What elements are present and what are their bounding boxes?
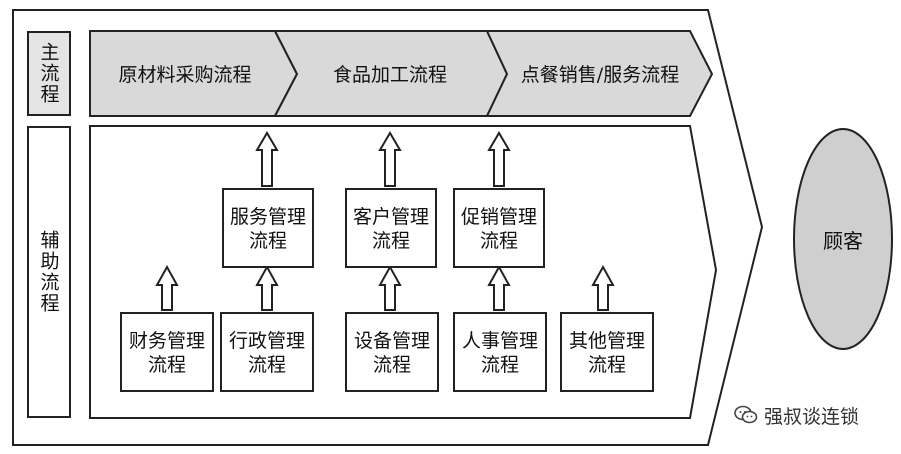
up-arrow-icon [255, 264, 279, 311]
up-arrow-icon [155, 264, 179, 311]
main-flow-processing: 食品加工流程 [332, 64, 447, 86]
main-process-label: 主流程 [27, 31, 71, 116]
box-administration-management: 行政管理 流程 [220, 312, 314, 392]
up-arrow-icon [378, 131, 402, 187]
box-service-management: 服务管理 流程 [222, 188, 314, 268]
up-arrow-icon [487, 131, 511, 187]
watermark-text: 强叔谈连锁 [764, 405, 860, 428]
box-promotion-management: 促销管理 流程 [453, 188, 545, 268]
box-customer-management: 客户管理 流程 [345, 188, 437, 268]
wechat-icon [734, 405, 758, 424]
box-other-management: 其他管理 流程 [560, 312, 654, 392]
up-arrow-icon [487, 264, 511, 311]
up-arrow-icon [255, 131, 279, 187]
watermark: 强叔谈连锁 [734, 402, 859, 428]
support-process-label: 辅助流程 [27, 126, 71, 418]
main-flow-sales-service: 点餐销售/服务流程 [520, 64, 680, 86]
customer-label: 顾客 [823, 228, 863, 253]
box-equipment-management: 设备管理 流程 [345, 312, 439, 392]
customer-ellipse [793, 128, 893, 350]
up-arrow-icon [378, 264, 402, 311]
main-flow-purchasing: 原材料采购流程 [118, 64, 252, 86]
box-finance-management: 财务管理 流程 [120, 312, 214, 392]
up-arrow-icon [591, 264, 615, 311]
box-hr-management: 人事管理 流程 [453, 312, 547, 392]
main-flow-shape-3 [485, 30, 714, 117]
